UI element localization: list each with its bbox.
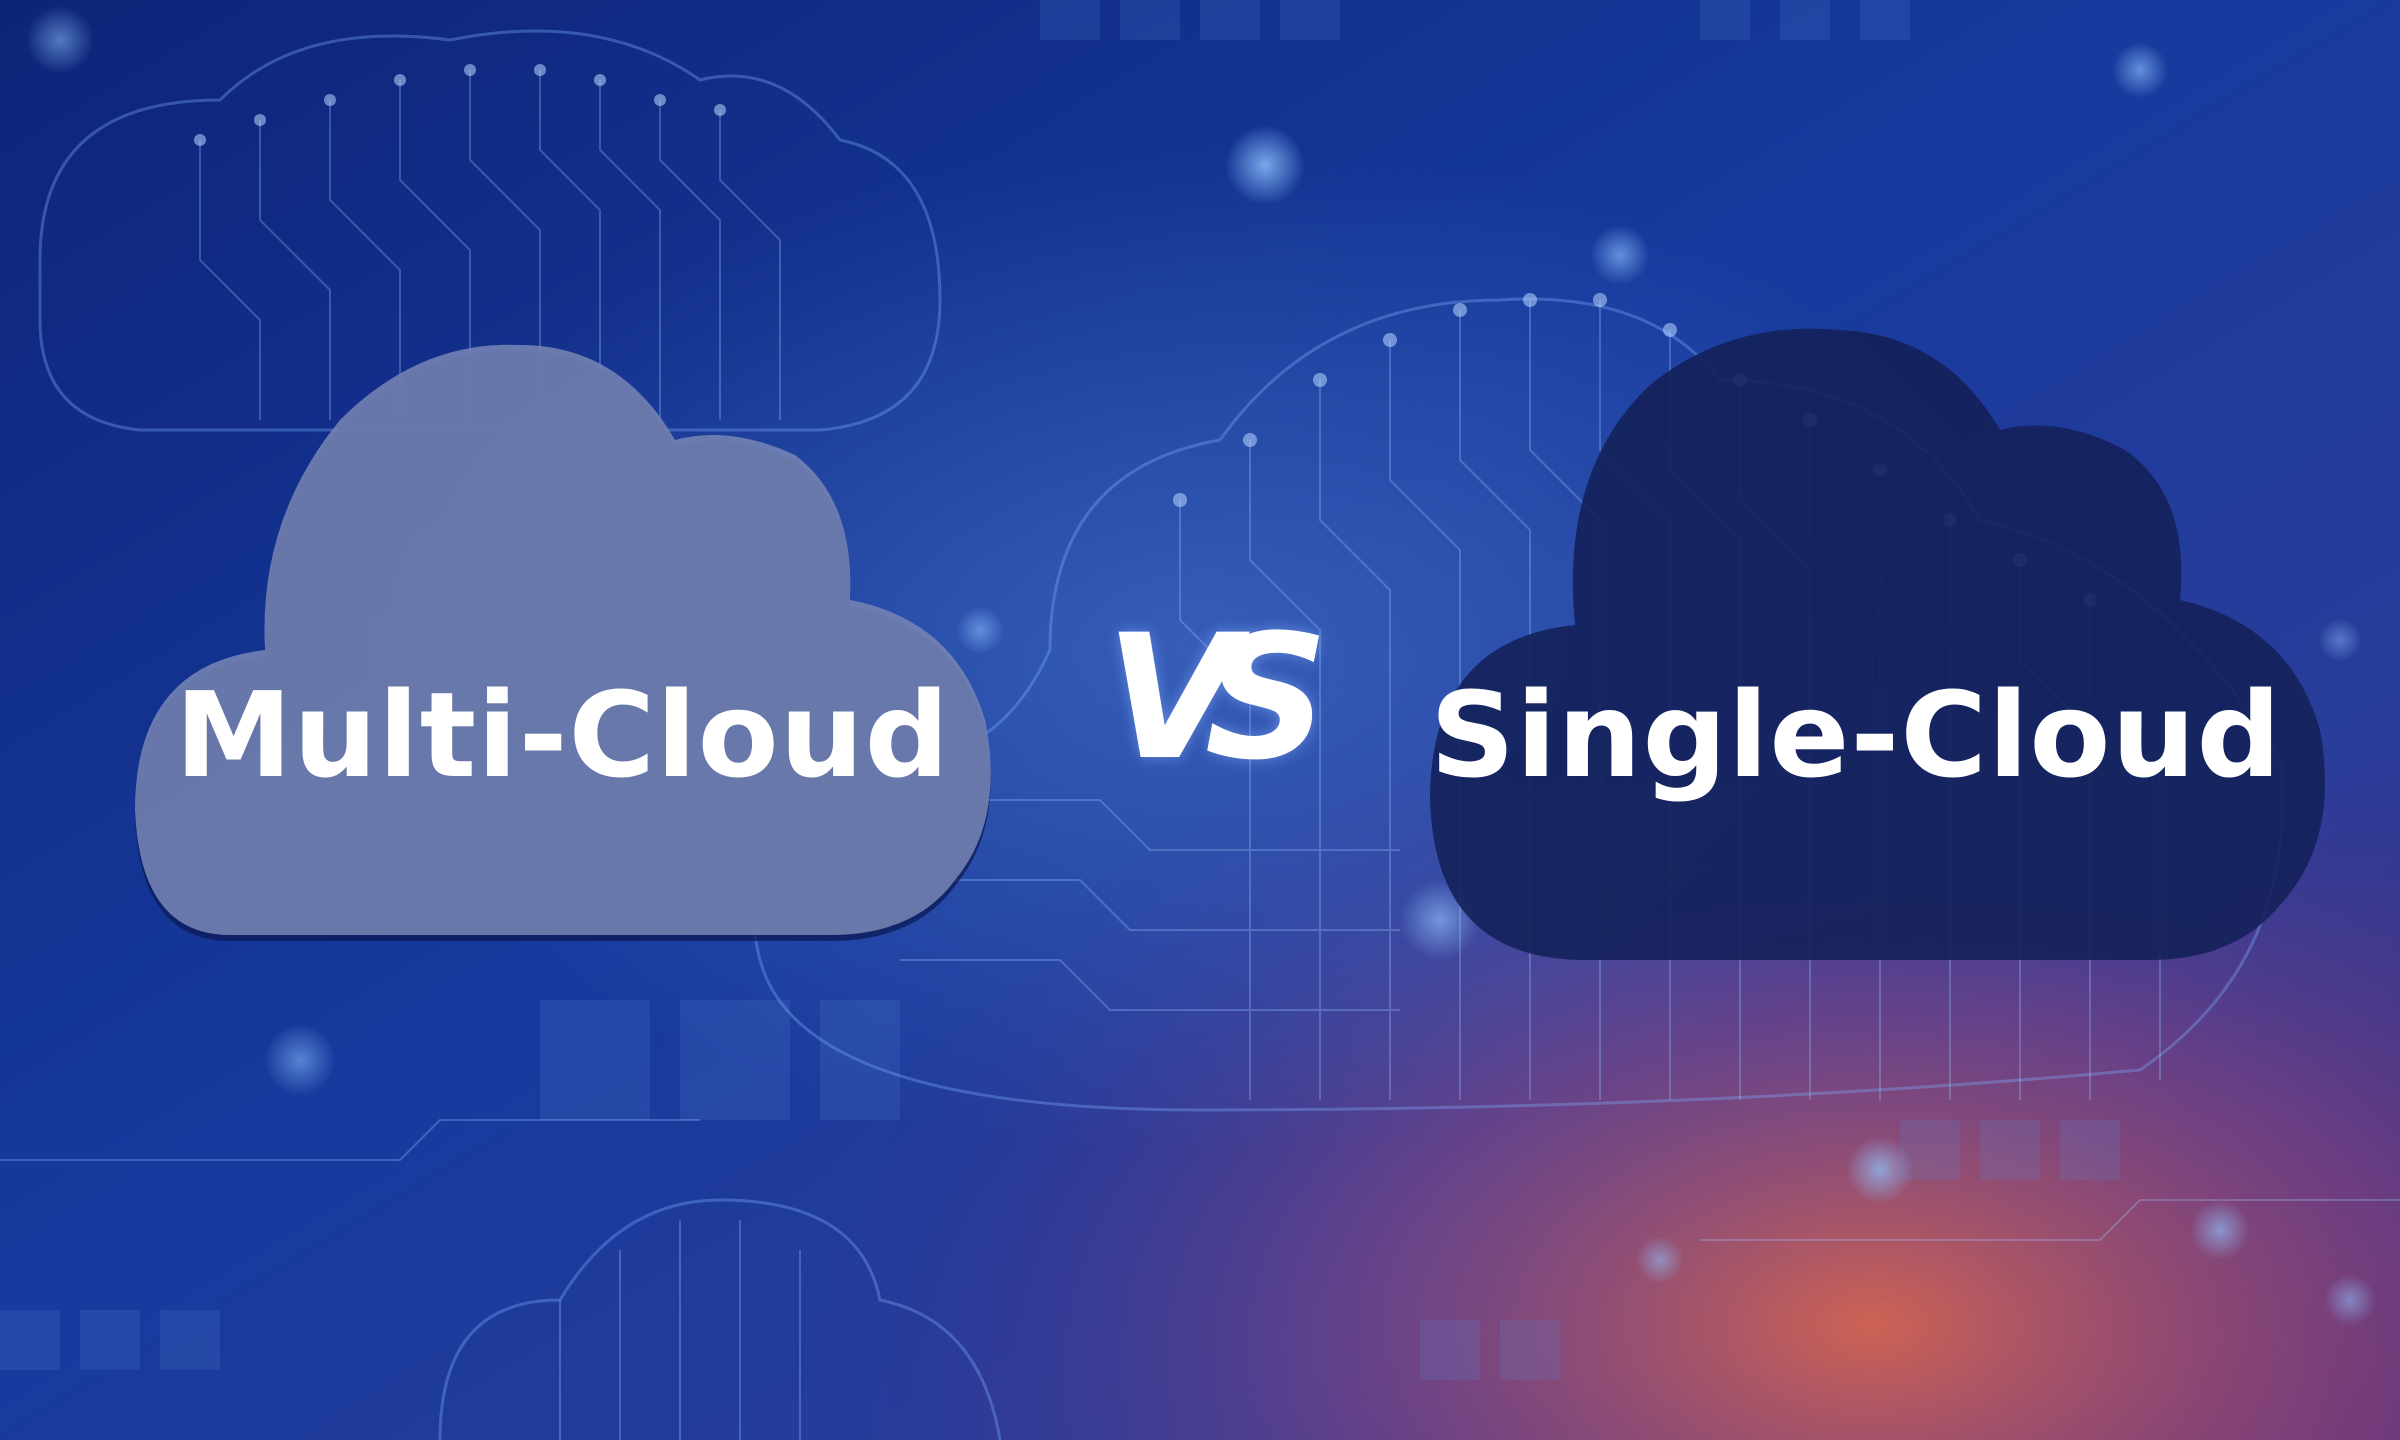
vs-label: VS [1105, 597, 1329, 798]
right-cloud-icon [1430, 328, 2325, 961]
left-cloud-icon [135, 344, 991, 941]
single-cloud-label: Single-Cloud [1430, 666, 2282, 804]
multi-cloud-label: Multi-Cloud [174, 666, 951, 804]
